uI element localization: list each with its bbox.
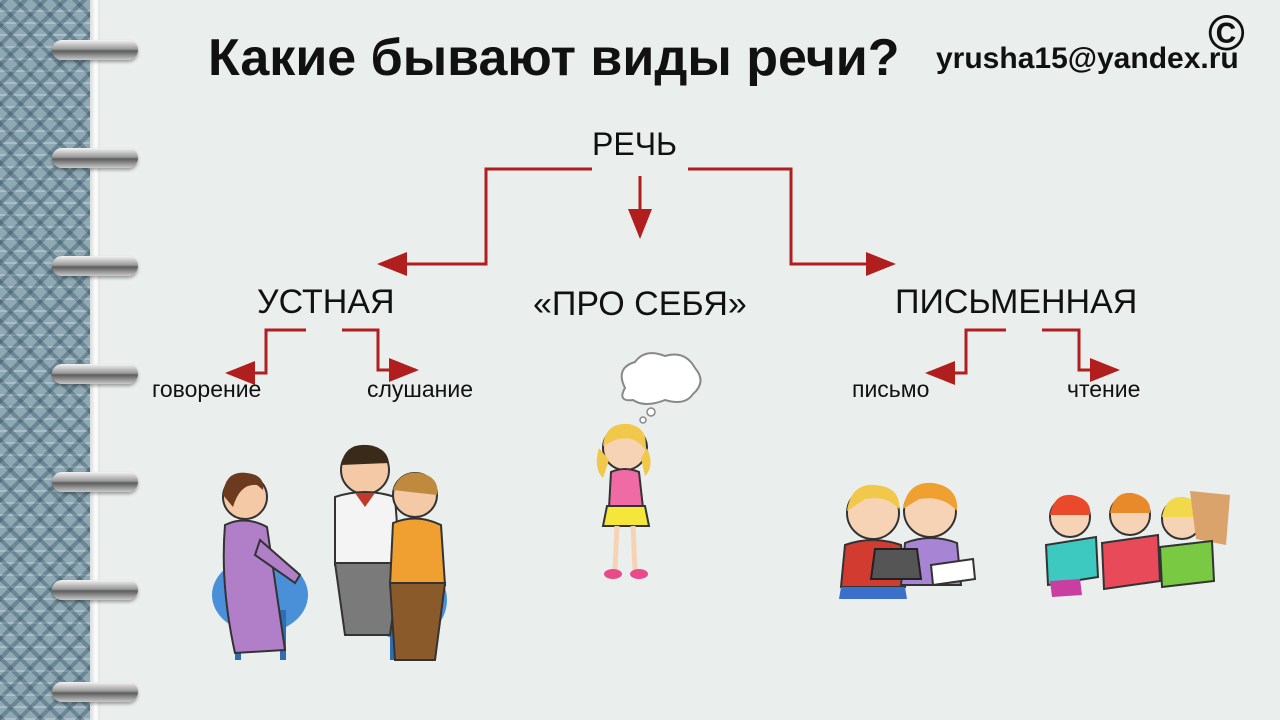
- node-writing: письмо: [852, 376, 930, 402]
- arrow-oral-to-speaking: [225, 328, 306, 385]
- arrow-oral-to-listening: [342, 328, 419, 382]
- arrow-written-to-reading: [1042, 328, 1120, 382]
- watermark-email: yrusha15@yandex.ru: [936, 42, 1239, 75]
- node-root: РЕЧЬ: [592, 126, 678, 162]
- children-reading-illustration: [1044, 491, 1230, 597]
- node-inner: «ПРО СЕБЯ»: [533, 285, 747, 323]
- node-written: ПИСЬМЕННАЯ: [895, 283, 1138, 321]
- spiral-ring: [52, 580, 138, 600]
- spiral-ring: [52, 40, 138, 60]
- node-speaking: говорение: [152, 376, 262, 402]
- spiral-ring: [52, 364, 138, 384]
- node-oral: УСТНАЯ: [257, 283, 395, 321]
- arrow-written-to-writing: [925, 328, 1006, 385]
- spiral-ring: [52, 472, 138, 492]
- people-talking-illustration: [212, 444, 447, 661]
- spiral-ring: [52, 148, 138, 168]
- copyright-icon: ©: [1208, 5, 1245, 61]
- spiral-ring: [52, 256, 138, 276]
- page-title: Какие бывают виды речи?: [208, 29, 900, 87]
- plaid-border: [0, 0, 100, 720]
- spiral-ring: [52, 682, 138, 702]
- arrow-root-to-written: [688, 167, 896, 276]
- binding-edge: [90, 0, 102, 720]
- node-reading: чтение: [1067, 376, 1141, 402]
- girl-thinking-illustration: [596, 352, 702, 579]
- node-listening: слушание: [367, 376, 474, 402]
- arrow-root-to-oral: [377, 167, 592, 276]
- children-laptop-illustration: [839, 482, 977, 599]
